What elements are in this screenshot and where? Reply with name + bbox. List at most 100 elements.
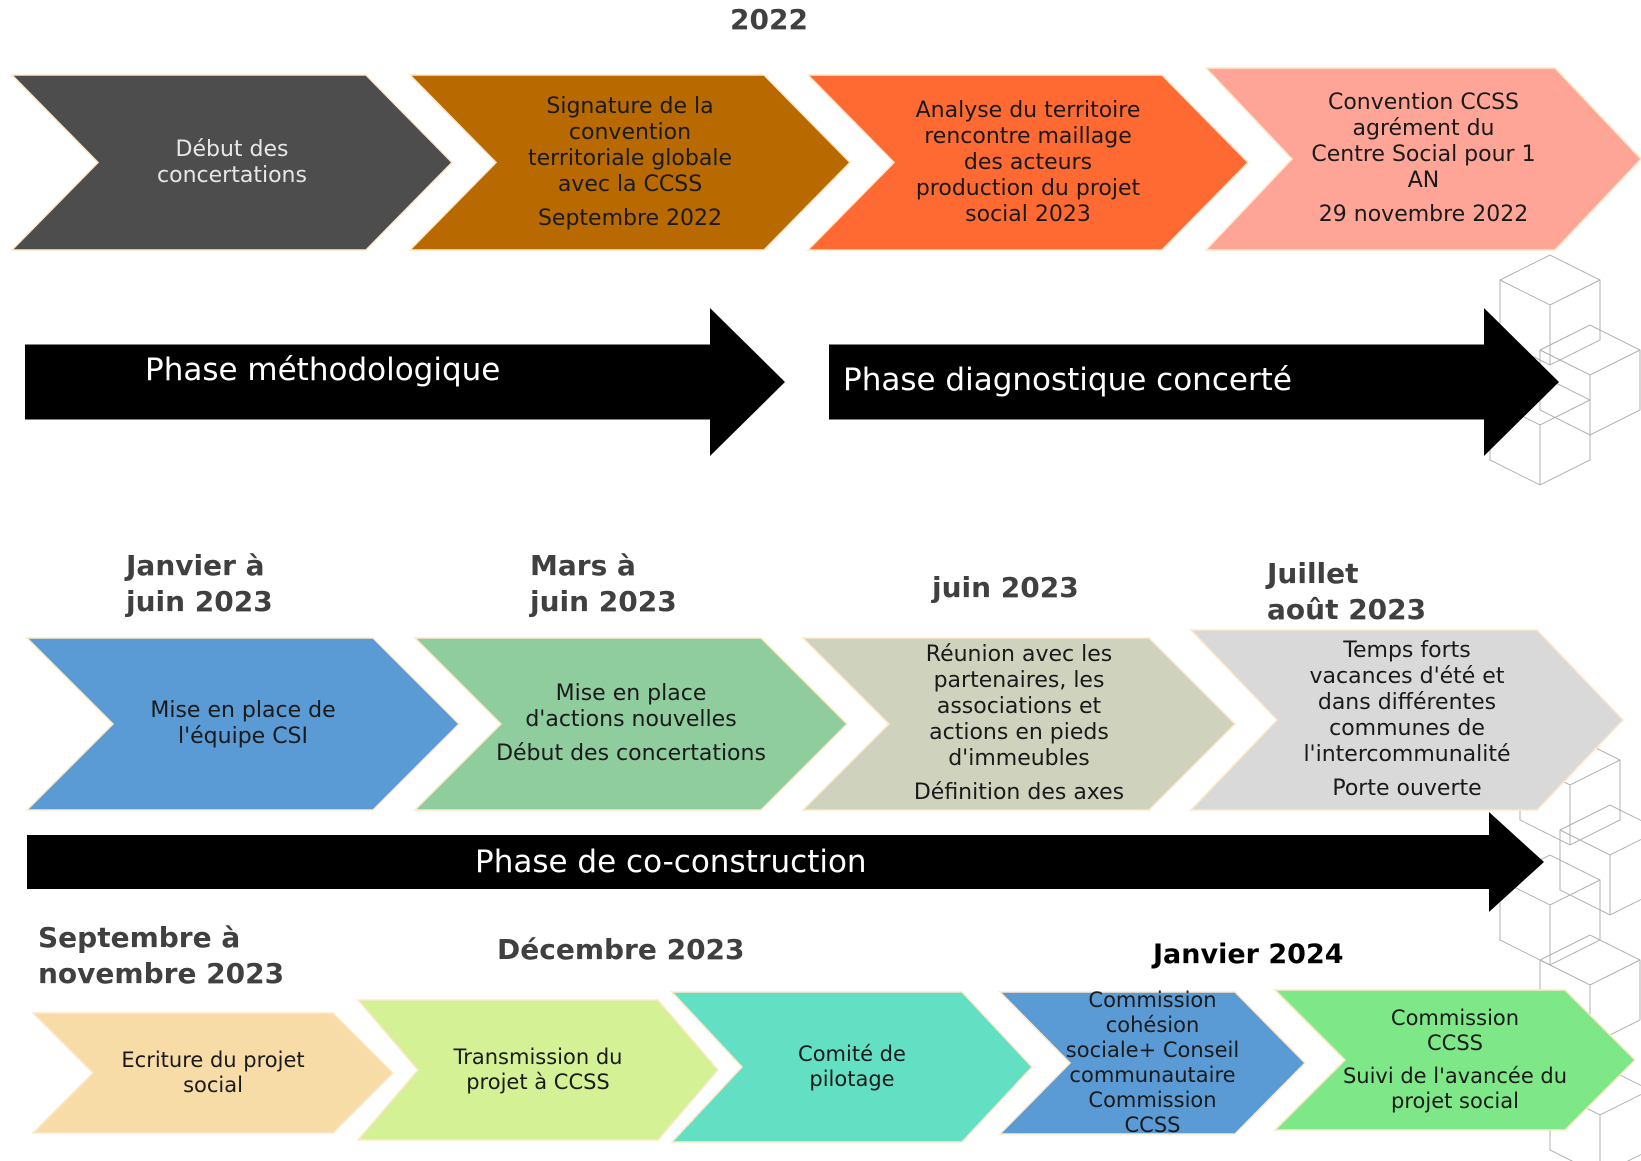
chevron-shape [1189,629,1625,811]
date-line: Décembre 2023 [497,933,745,966]
chevron-shape [998,991,1307,1135]
chevron-line: territoriale globale [528,145,732,171]
date-line: août 2023 [1267,593,1427,626]
chevron-line: Mise en place [555,681,707,706]
chevron-line: sociale+ Conseil [1065,1038,1240,1062]
chevron-line: Transmission du [453,1045,623,1069]
chevron-line: vacances d'été et [1309,664,1505,689]
chevron-shape [408,74,852,251]
date-line: novembre 2023 [38,957,285,990]
chevron-line: Ecriture du projet [121,1048,305,1072]
chevron-shape [413,637,849,811]
phase-diagnostique-arrow: Phase diagnostique concerté [829,308,1559,456]
date-line: juin 2023 [126,585,273,618]
chevron-subtext: Début des concertations [496,741,766,766]
arrow-shape [829,308,1559,456]
year-2022-label: 2022 [730,3,808,36]
chevron-line: communes de [1329,716,1485,741]
chevron-line: Début des [175,136,289,162]
chevron-shape [670,991,1034,1143]
chevron-line: Réunion avec les [925,642,1113,667]
chevron-subtext: Septembre 2022 [537,205,723,231]
chevron-line: Commission [1390,1006,1520,1030]
chevron-shape [801,637,1237,811]
chevron-line: agrément du [1352,116,1495,141]
chevron-line: AN [1407,168,1440,193]
arrow-shape [25,308,785,456]
chevron-line: convention [568,119,692,145]
chevron-shape [10,74,454,251]
chevron-line: avec la CCSS [557,171,703,197]
chevron-shape [806,74,1250,251]
chevron-line: Commission cohésion [1088,988,1217,1037]
row3-dates-label-3: Janvier 2024 [1153,937,1344,973]
chevron-shape [1273,989,1637,1131]
chevron-line: pilotage [809,1067,895,1091]
chevron-line: l'équipe CSI [177,724,309,749]
date-line: Juillet [1267,557,1359,590]
chevron-shape [25,637,461,811]
chevron-line: Centre Social pour 1 [1311,142,1536,167]
chevron-line: des acteurs [963,149,1093,175]
date-line: juin 2023 [530,585,677,618]
chevron-line: l'intercommunalité [1303,742,1511,767]
chevron-line: social [183,1073,243,1097]
chevron-shape [1204,67,1641,251]
row2-dates-label-3: juin 2023 [932,570,1079,606]
chevron-shape [31,1012,395,1134]
chevron-subtext: Définition des axes [913,780,1125,805]
chevron-subtext: 29 novembre 2022 [1318,202,1529,227]
chevron-line: Mise en place de [150,698,336,723]
date-line: Mars à [530,549,636,582]
chevron-line: Analyse du territoire [915,97,1141,123]
chevron-line: Convention CCSS [1327,90,1520,115]
chevron-subtext: Suivi de l'avancée du projet social [1342,1064,1568,1113]
date-line: Janvier 2024 [1153,939,1344,970]
chevron-line: social 2023 [965,201,1091,227]
row3-dates-label-2: Décembre 2023 [497,932,745,968]
chevron-line: actions en pieds [929,720,1109,745]
chevron-line: Temps forts [1343,638,1471,663]
chevron-line: projet à CCSS [466,1070,610,1094]
phase-coconstruction-arrow: Phase de co-construction [27,812,1544,912]
chevron-line: Signature de la [546,93,714,119]
phase-methodologique-arrow: Phase méthodologique [25,308,785,456]
chevron-line: associations et [936,694,1102,719]
chevron-line: dans différentes [1317,690,1497,715]
chevron-line: production du projet [915,175,1141,201]
chevron-line: d'actions nouvelles [525,707,737,732]
chevron-shape [356,999,719,1141]
chevron-subtext: Porte ouverte [1332,776,1482,801]
chevron-line: communautaire [1069,1063,1236,1087]
date-line: juin 2023 [932,571,1079,604]
chevron-line: partenaires, les [933,668,1105,693]
chevron-line: concertations [157,162,307,188]
